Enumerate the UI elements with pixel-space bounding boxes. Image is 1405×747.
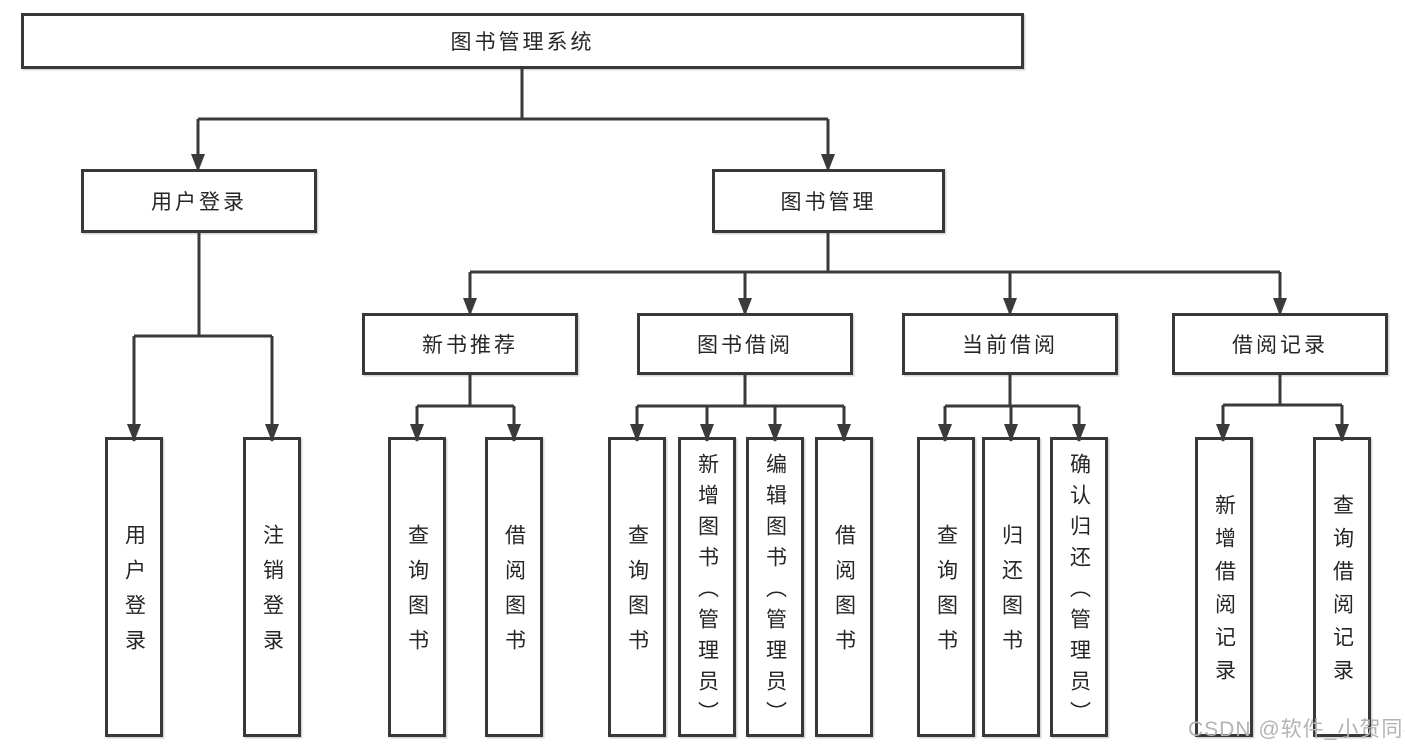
node-label: 借阅图书 [832,524,856,664]
node-current-borrowing: 当前借阅 [902,313,1118,375]
leaf-add-borrow-record: 新增借阅记录 [1195,437,1253,737]
node-label: 归还图书 [999,524,1023,664]
node-borrowing-records: 借阅记录 [1172,313,1388,375]
node-label: 查询图书 [934,524,958,664]
node-label: 借阅图书 [502,524,526,664]
node-user-login: 用户登录 [81,169,317,233]
node-new-book-recommendation: 新书推荐 [362,313,578,375]
leaf-user-login: 用户登录 [105,437,163,737]
node-label: 图书管理系统 [450,31,595,54]
leaf-edit-books-admin: 编辑图书（管理员） [746,437,804,737]
node-book-borrowing: 图书借阅 [637,313,853,375]
leaf-borrow-books-recommend: 借阅图书 [485,437,543,737]
leaf-query-borrow-record: 查询借阅记录 [1313,437,1371,737]
leaf-logout: 注销登录 [243,437,301,737]
node-label: 图书借阅 [697,334,793,357]
node-label: 当前借阅 [962,334,1058,357]
node-label: 图书管理 [780,191,877,214]
leaf-query-books-recommend: 查询图书 [388,437,446,737]
node-label: 查询借阅记录 [1330,494,1354,692]
node-label: 新增图书（管理员） [695,452,719,732]
node-label: 新增借阅记录 [1212,494,1236,692]
node-label: 借阅记录 [1232,334,1328,357]
node-label: 用户登录 [151,191,247,214]
leaf-query-books-current: 查询图书 [917,437,975,737]
leaf-borrow-books: 借阅图书 [815,437,873,737]
leaf-query-books-borrow: 查询图书 [608,437,666,737]
leaf-add-books-admin: 新增图书（管理员） [678,437,736,737]
node-label: 确认归还（管理员） [1067,452,1091,732]
leaf-confirm-return-admin: 确认归还（管理员） [1050,437,1108,737]
csdn-watermark: CSDN @软件_小贺同学 [1188,718,1405,741]
node-book-management: 图书管理 [712,169,945,233]
node-label: 查询图书 [625,524,649,664]
node-label: 用户登录 [122,524,146,664]
node-label: 新书推荐 [422,334,518,357]
node-label: 注销登录 [260,524,284,664]
node-label: 查询图书 [405,524,429,664]
leaf-return-books: 归还图书 [982,437,1040,737]
node-label: 编辑图书（管理员） [763,452,787,732]
node-library-management-system: 图书管理系统 [21,13,1024,69]
